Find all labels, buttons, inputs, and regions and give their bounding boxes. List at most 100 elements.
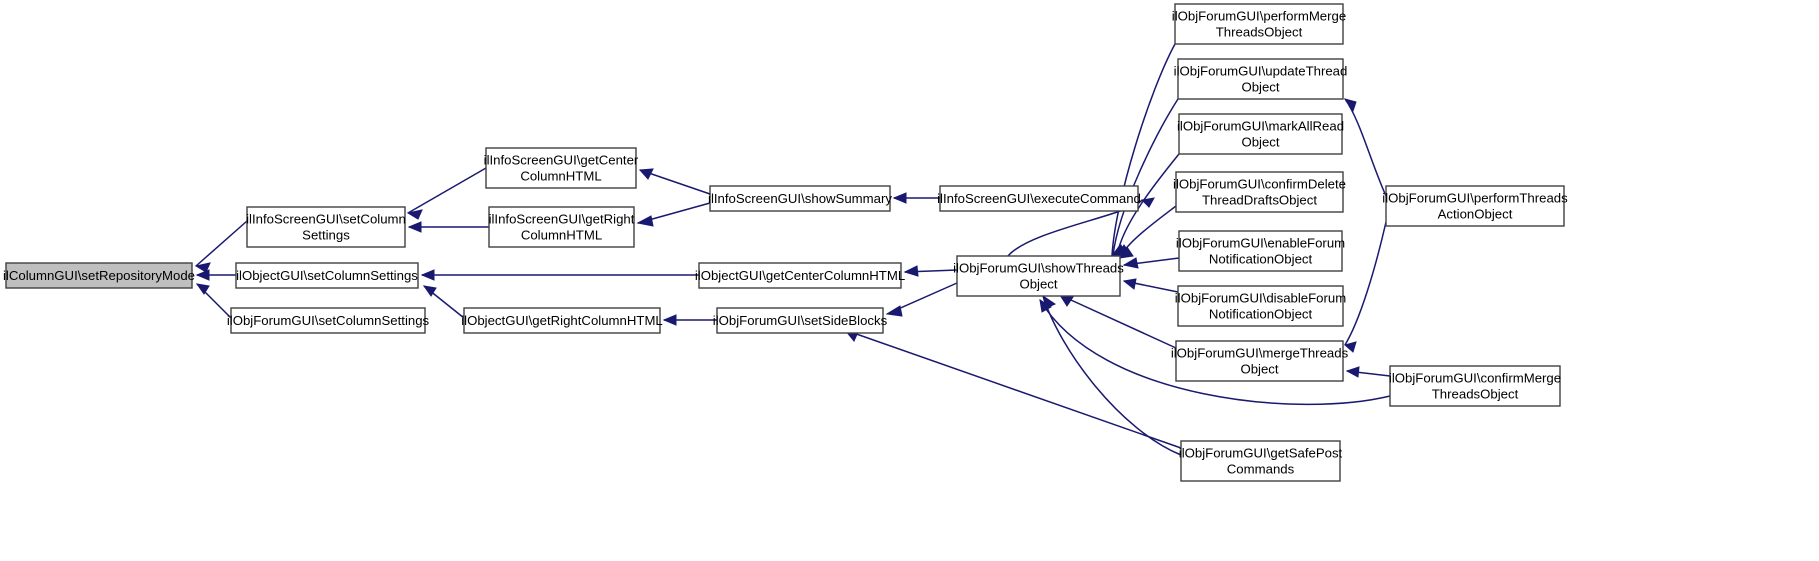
node-box[interactable] <box>488 206 635 248</box>
graph-edge-n4-to-n1 <box>407 167 487 214</box>
arrowhead-icon <box>1039 298 1052 313</box>
node-label: ThreadsObject <box>1216 25 1303 40</box>
graph-node[interactable]: ilObjectGUI\getRightColumnHTML <box>461 307 663 334</box>
node-box[interactable] <box>1180 440 1341 482</box>
graph-node[interactable]: ilColumnGUI\setRepositoryMode <box>3 262 195 289</box>
node-box[interactable] <box>1175 171 1344 213</box>
node-label: NotificationObject <box>1209 307 1313 322</box>
arrowhead-icon <box>194 262 211 273</box>
node-label: ilObjForumGUI\performMerge <box>1172 9 1346 24</box>
node-box[interactable] <box>230 307 426 334</box>
graph-node[interactable]: ilInfoScreenGUI\setColumnSettings <box>246 206 406 248</box>
arrowhead-icon <box>420 269 435 281</box>
node-label: Object <box>1241 80 1279 95</box>
arrowhead-icon <box>195 269 210 281</box>
node-box[interactable] <box>246 206 406 248</box>
graph-edge-n20-to-n18 <box>1344 221 1387 346</box>
node-box[interactable] <box>716 307 884 334</box>
node-box[interactable] <box>1177 285 1344 327</box>
arrowhead-icon <box>638 168 654 180</box>
arrowhead-icon <box>406 209 423 220</box>
node-label: ilObjForumGUI\setColumnSettings <box>227 313 430 328</box>
graph-edge-n1-to-n0 <box>195 220 248 267</box>
arrowhead-icon <box>422 285 437 297</box>
graph-edges <box>194 43 1391 456</box>
node-box[interactable] <box>1385 185 1565 227</box>
node-box[interactable] <box>485 147 637 189</box>
node-box[interactable] <box>1174 3 1344 45</box>
node-box[interactable] <box>956 255 1121 297</box>
graph-node[interactable]: ilInfoScreenGUI\executeCommand <box>937 185 1141 212</box>
graph-node[interactable]: ilObjectGUI\getCenterColumnHTML <box>695 262 905 289</box>
graph-node[interactable]: ilObjForumGUI\setColumnSettings <box>227 307 430 334</box>
graph-edge-n18-to-n11 <box>1059 294 1177 349</box>
node-box[interactable] <box>5 262 193 289</box>
graph-node[interactable]: ilObjForumGUI\confirmDeleteThreadDraftsO… <box>1173 171 1346 213</box>
node-label: Object <box>1019 277 1057 292</box>
node-box[interactable] <box>235 262 419 289</box>
node-label: NotificationObject <box>1209 252 1313 267</box>
node-label: ilInfoScreenGUI\getCenter <box>484 153 639 168</box>
node-box[interactable] <box>1175 340 1344 382</box>
node-box[interactable] <box>463 307 661 334</box>
arrowhead-icon <box>1343 98 1357 113</box>
graph-node[interactable]: ilInfoScreenGUI\showSummary <box>708 185 892 212</box>
node-label: Settings <box>302 228 350 243</box>
graph-node[interactable]: ilObjForumGUI\enableForumNotificationObj… <box>1176 230 1345 272</box>
node-box[interactable] <box>939 185 1139 212</box>
graph-node[interactable]: ilObjForumGUI\setSideBlocks <box>713 307 888 334</box>
node-box[interactable] <box>1178 113 1343 155</box>
node-label: ThreadDraftsObject <box>1202 193 1317 208</box>
node-label: ilObjForumGUI\showThreads <box>953 261 1124 276</box>
arrowhead-icon <box>903 265 919 277</box>
arrowhead-icon <box>195 283 210 295</box>
arrowhead-icon <box>662 314 677 326</box>
arrowhead-icon <box>1122 278 1137 290</box>
node-label: ilObjForumGUI\markAllRead <box>1177 119 1344 134</box>
node-box[interactable] <box>1178 230 1343 272</box>
node-label: Object <box>1240 362 1278 377</box>
node-label: ilObjectGUI\setColumnSettings <box>236 268 418 283</box>
node-label: ilObjForumGUI\confirmDelete <box>1173 177 1346 192</box>
node-label: ilObjForumGUI\performThreads <box>1382 191 1568 206</box>
arrowhead-icon <box>1122 257 1139 269</box>
arrowhead-icon <box>1345 366 1360 378</box>
node-label: ilInfoScreenGUI\showSummary <box>708 191 892 206</box>
node-box[interactable] <box>709 185 891 212</box>
graph-node[interactable]: ilInfoScreenGUI\getCenterColumnHTML <box>484 147 639 189</box>
graph-edge-n13-to-n11 <box>1112 98 1179 257</box>
node-label: ilObjForumGUI\setSideBlocks <box>713 313 888 328</box>
graph-node[interactable]: ilInfoScreenGUI\getRightColumnHTML <box>488 206 635 248</box>
graph-edge-n19-to-n11 <box>1042 295 1182 456</box>
node-label: ActionObject <box>1438 207 1513 222</box>
node-label: ilObjForumGUI\disableForum <box>1175 291 1346 306</box>
node-box[interactable] <box>698 262 902 289</box>
node-label: ColumnHTML <box>521 228 602 243</box>
graph-edge-n21-to-n11 <box>1039 299 1391 406</box>
graph-node[interactable]: ilObjForumGUI\disableForumNotificationOb… <box>1175 285 1346 327</box>
node-label: ilObjForumGUI\getSafePost <box>1179 446 1343 461</box>
graph-node[interactable]: ilObjectGUI\setColumnSettings <box>235 262 419 289</box>
node-label: ilObjectGUI\getRightColumnHTML <box>461 313 663 328</box>
node-box[interactable] <box>1389 365 1561 407</box>
arrowhead-icon <box>1118 246 1134 259</box>
node-label: ilObjForumGUI\mergeThreads <box>1171 346 1349 361</box>
arrowhead-icon <box>892 192 907 204</box>
node-box[interactable] <box>1177 58 1344 100</box>
graph-edge-n12-to-n11 <box>1111 43 1176 257</box>
graph-edge-n7-to-n4 <box>639 169 711 195</box>
graph-nodes: ilColumnGUI\setRepositoryMode ilInfoScree… <box>3 3 1568 482</box>
arrowhead-icon <box>1140 197 1155 208</box>
node-label: ilObjForumGUI\updateThread <box>1174 64 1348 79</box>
node-label: ilInfoScreenGUI\executeCommand <box>937 191 1141 206</box>
